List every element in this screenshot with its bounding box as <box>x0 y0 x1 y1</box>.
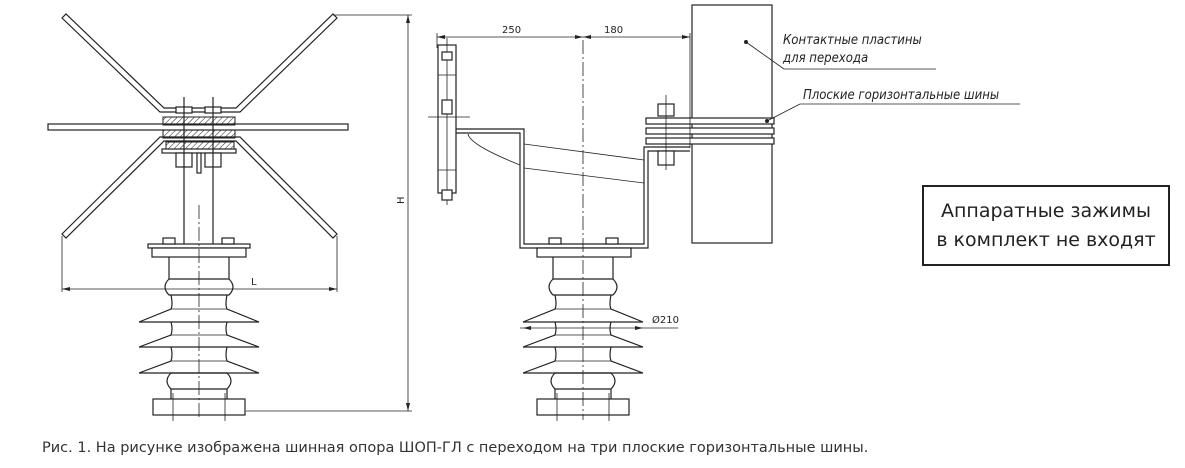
note-line-1: Аппаратные зажимы <box>941 200 1151 222</box>
dimension-180: 180 <box>604 25 623 36</box>
dimension-250: 250 <box>502 25 521 36</box>
note-line-2: в комплект не входят <box>936 229 1156 251</box>
dimension-diameter: Ø210 <box>652 314 679 326</box>
dimension-l: L <box>251 277 257 288</box>
dimension-h: H <box>396 196 407 204</box>
note-box: Аппаратные зажимы в комплект не входят <box>922 185 1170 266</box>
label-contact-plates-2: для перехода <box>782 51 868 66</box>
label-contact-plates-1: Контактные пластины <box>783 33 922 48</box>
side-view-support: 250 180 Ø210 Контактные пластины для пер… <box>428 4 1020 422</box>
left-view-support: L H <box>47 13 412 422</box>
figure-caption: Рис. 1. На рисунке изображена шинная опо… <box>42 440 869 456</box>
label-flat-buses: Плоские горизонтальные шины <box>803 88 999 103</box>
